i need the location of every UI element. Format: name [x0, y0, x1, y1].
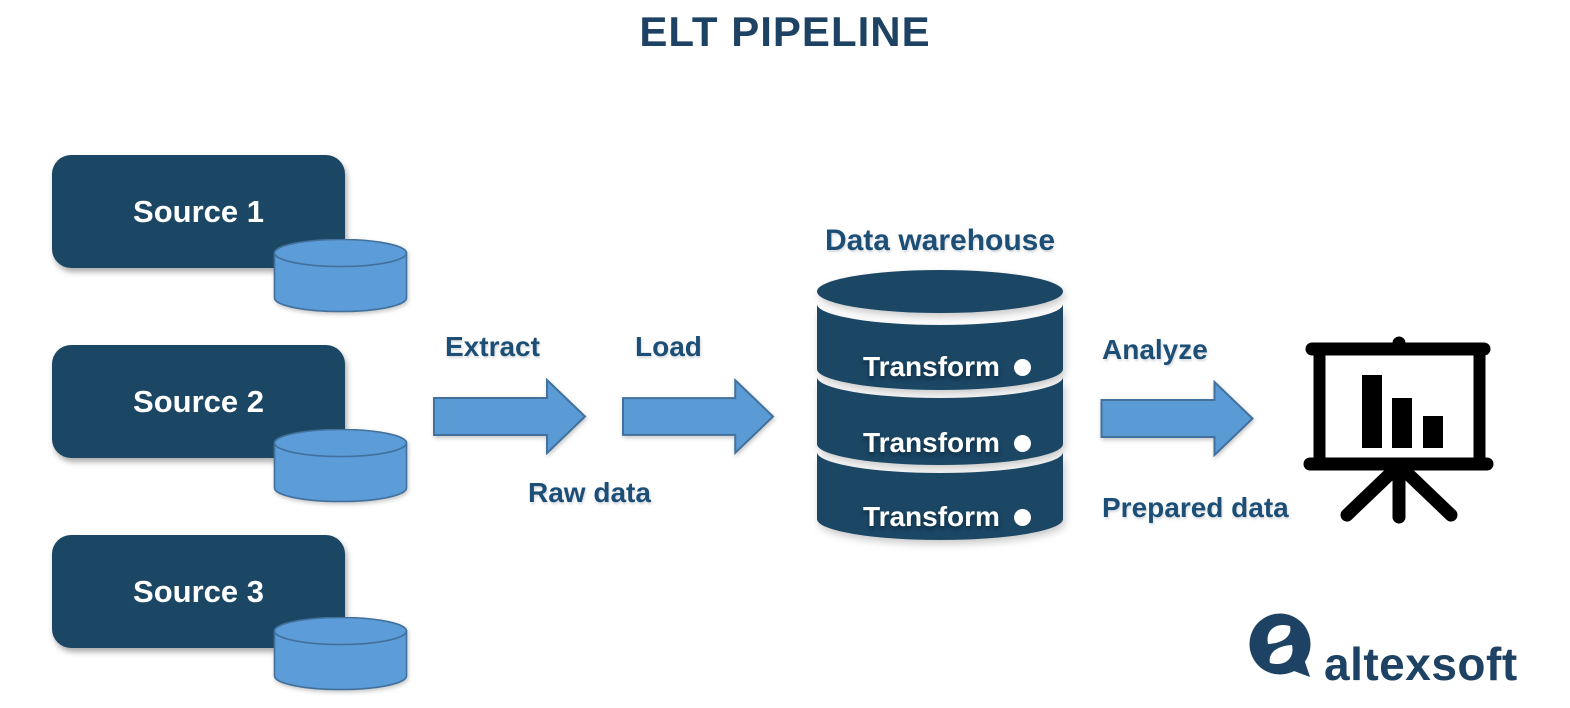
logo-swoosh-bottom [1269, 645, 1293, 665]
raw-data-label: Raw data [528, 477, 651, 508]
cylinder-top [273, 239, 408, 268]
database-cylinder-icon [273, 617, 408, 691]
chart-bar-3 [1423, 416, 1443, 448]
chart-bar-1 [1362, 375, 1382, 448]
database-stack-icon [817, 270, 1063, 540]
prepared-data-label: Prepared data [1102, 492, 1289, 523]
cylinder-top [273, 429, 408, 458]
logo-bubble-tail [1294, 656, 1310, 677]
logo-swoosh-top [1267, 624, 1291, 644]
right-arrow-shape [622, 378, 775, 455]
analyze-arrow-icon [1100, 380, 1254, 457]
source-box-1: Source 1 [52, 155, 345, 268]
bullet-dot-icon [1013, 508, 1031, 526]
transform-layer-2: Transform [822, 427, 1072, 458]
logo-bubble [1249, 613, 1311, 675]
transform-layer-1: Transform [822, 351, 1072, 382]
transform-3-label: Transform [863, 501, 1000, 532]
altexsoft-logo-icon [1249, 613, 1311, 677]
extract-arrow-icon [433, 378, 587, 455]
database-cylinder-icon [273, 239, 408, 313]
transform-1-label: Transform [863, 351, 1000, 382]
cylinder-body [273, 630, 408, 691]
cylinder-body [273, 442, 408, 503]
warehouse-disk-1 [817, 304, 1063, 390]
transform-2-label: Transform [863, 427, 1000, 458]
right-arrow-shape [433, 378, 587, 455]
warehouse-top [817, 270, 1063, 313]
bullet-dot-icon [1013, 358, 1031, 376]
cylinder-top [273, 617, 408, 646]
cylinder-body [273, 252, 408, 313]
source-1-label: Source 1 [133, 193, 264, 229]
analyze-label: Analyze [1102, 334, 1208, 365]
presentation-bar-chart-icon [1303, 336, 1494, 524]
altexsoft-logo-text: altexsoft [1324, 638, 1518, 690]
tripod-left-leg [1340, 464, 1400, 522]
source-2-label: Source 2 [133, 383, 264, 419]
warehouse-disk-2 [817, 377, 1063, 465]
load-label: Load [635, 331, 702, 362]
source-3-label: Source 3 [133, 573, 264, 609]
warehouse-disk-3 [817, 452, 1063, 540]
extract-label: Extract [445, 331, 540, 362]
load-arrow-icon [622, 378, 775, 455]
database-cylinder-icon [273, 429, 408, 503]
transform-layer-3: Transform [822, 501, 1072, 532]
bullet-dot-icon [1013, 434, 1031, 452]
chart-bar-2 [1392, 398, 1412, 448]
right-arrow-shape [1100, 380, 1254, 457]
data-warehouse-label: Data warehouse [824, 224, 1056, 257]
tripod-right-leg [1398, 464, 1458, 522]
page-title: ELT PIPELINE [639, 8, 931, 55]
